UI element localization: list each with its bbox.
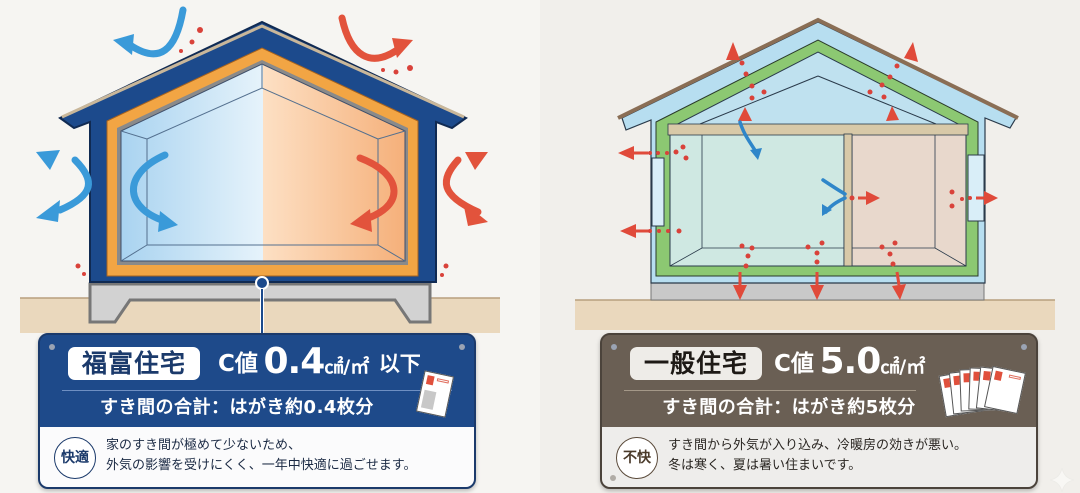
c-value-unit: ㎠/㎡ [324,356,370,378]
c-value-label: C値 [218,351,258,377]
description-line-1: すき間から外気が入り込み、冷暖房の効きが悪い。 [668,438,968,453]
leak-dots [75,27,449,277]
c-value: C値 5.0㎠/㎡ [774,341,925,382]
house-type-title: 一般住宅 [630,347,763,380]
interior-room [120,63,406,262]
house-type-title: 福富住宅 [68,347,201,380]
description-line-1: 家のすき間が極めて少ないため、 [106,438,302,453]
description-line-2: 冬は寒く、夏は暑い住まいです。 [668,458,862,473]
c-value-label: C値 [774,351,814,377]
airtight-house-illustration [20,6,500,336]
discomfort-badge: 不快 [616,437,658,479]
description-text: すき間から外気が入り込み、冷暖房の効きが悪い。 冬は寒く、夏は暑い住まいです。 [668,436,967,476]
sparkle-icon [1049,467,1075,493]
description-line-2: 外気の影響を受けにくく、一年中快適に過ごせます。 [106,458,417,473]
ippan-panel: 一般住宅 C値 5.0㎠/㎡ すき間の合計：はがき約5枚分 不快 すき間から外気… [540,0,1080,493]
c-value-number: 5.0 [819,341,881,382]
ground [575,300,1055,330]
divider [624,390,916,391]
rivet [1021,344,1027,350]
cold-air-arrows [56,6,187,226]
c-value-suffix: 以下 [378,352,421,376]
leak-dots [648,60,972,269]
fukutomi-info-card: 福富住宅 C値 0.4㎠/㎡ 以下 すき間の合計：はがき約0.4枚分 快適 家の… [38,333,476,489]
card-description: 不快 すき間から外気が入り込み、冷暖房の効きが悪い。 冬は寒く、夏は暑い住まいで… [602,427,1036,487]
gap-summary: すき間の合計：はがき約0.4枚分 [100,397,374,418]
rivet [49,344,55,350]
leaky-house-illustration [575,17,1075,493]
comfort-badge: 快適 [54,437,96,479]
ippan-info-card: 一般住宅 C値 5.0㎠/㎡ すき間の合計：はがき約5枚分 不快 すき間から外気… [600,333,1038,489]
gap-summary: すき間の合計：はがき約5枚分 [662,397,916,418]
c-value-number: 0.4 [263,341,325,382]
card-header: 福富住宅 C値 0.4㎠/㎡ 以下 すき間の合計：はがき約0.4枚分 [40,335,474,427]
rivet [459,344,465,350]
divider [62,390,452,391]
fukutomi-panel: 福富住宅 C値 0.4㎠/㎡ 以下 すき間の合計：はがき約0.4枚分 快適 家の… [20,6,500,489]
c-value-unit: ㎠/㎡ [880,356,926,378]
leak-arrows [618,42,998,300]
card-description: 快適 家のすき間が極めて少ないため、 外気の影響を受けにくく、一年中快適に過ごせ… [40,427,474,487]
rivet [611,344,617,350]
rivet [610,475,616,481]
c-value: C値 0.4㎠/㎡ 以下 [218,341,421,382]
foundation [88,282,432,324]
card-header: 一般住宅 C値 5.0㎠/㎡ すき間の合計：はがき約5枚分 [602,335,1036,427]
window-right [967,154,985,222]
window-left [651,157,665,227]
description-text: 家のすき間が極めて少ないため、 外気の影響を受けにくく、一年中快適に過ごせます。 [106,436,416,476]
